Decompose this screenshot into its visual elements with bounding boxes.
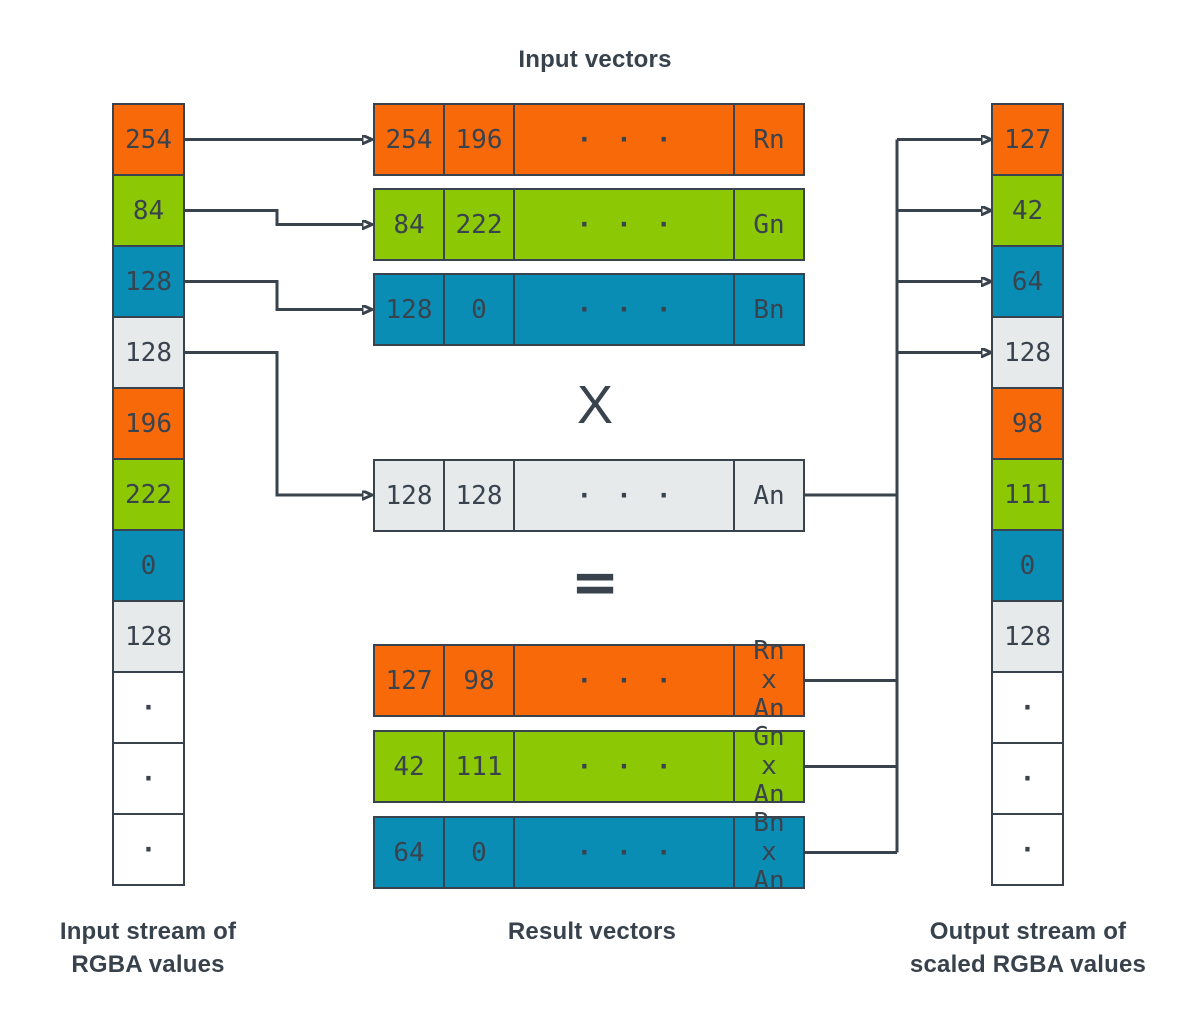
stream-cell: 111 xyxy=(991,458,1064,531)
vector-cell-ellipsis: ··· xyxy=(513,103,735,176)
stream-cell: 128 xyxy=(991,600,1064,673)
result-label-line: An xyxy=(753,780,785,811)
vector-cell-label: Bn xyxy=(733,273,805,346)
input-vector-red: 254 196 ··· Rn xyxy=(373,103,805,176)
caption-line: Output stream of xyxy=(929,918,1127,945)
vector-cell-ellipsis: ··· xyxy=(513,459,735,532)
stream-cell-continuation: · xyxy=(112,742,185,815)
stream-cell: 84 xyxy=(112,174,185,247)
vector-cell-label: An xyxy=(733,459,805,532)
result-label-line: x xyxy=(761,750,777,781)
result-vector-green: 42 111 ··· Gn x An xyxy=(373,722,805,810)
stream-cell: 128 xyxy=(112,600,185,673)
vector-cell-label: Gn xyxy=(733,188,805,261)
stream-cell-continuation: · xyxy=(112,813,185,886)
caption-line: scaled RGBA values xyxy=(909,950,1147,978)
vector-cell-value: 98 xyxy=(443,644,515,717)
vector-cell-value: 84 xyxy=(373,188,445,261)
arrow-128-to-alpha-vector xyxy=(185,351,363,496)
multiply-operator: X xyxy=(576,375,614,435)
caption-line: Input stream of xyxy=(59,918,237,945)
vector-cell-value: 0 xyxy=(443,273,515,346)
vector-cell-ellipsis: ··· xyxy=(513,816,735,889)
stream-cell: 222 xyxy=(112,458,185,531)
stream-cell: 127 xyxy=(991,103,1064,176)
stream-cell: 128 xyxy=(112,245,185,318)
caption-output-stream: Output stream of scaled RGBA values xyxy=(868,916,1188,981)
vector-cell-label: Gn x An xyxy=(733,722,805,810)
caption-line: RGBA values xyxy=(71,950,225,978)
vector-cell-value: 254 xyxy=(373,103,445,176)
vector-cell-value: 42 xyxy=(373,730,445,803)
vector-cell-ellipsis: ··· xyxy=(513,644,735,717)
output-stream-column: 127 42 64 128 98 111 0 128 · · · xyxy=(991,103,1064,886)
vector-cell-value: 127 xyxy=(373,644,445,717)
stream-cell: 98 xyxy=(991,387,1064,460)
vector-cell-value: 128 xyxy=(373,459,445,532)
stream-cell: 128 xyxy=(112,316,185,389)
stream-cell-continuation: · xyxy=(112,671,185,744)
stream-cell: 0 xyxy=(112,529,185,602)
result-label-line: An xyxy=(753,694,785,725)
vector-cell-value: 111 xyxy=(443,730,515,803)
vector-cell-label: Rn xyxy=(733,103,805,176)
vector-cell-value: 64 xyxy=(373,816,445,889)
arrow-128-to-blue-vector xyxy=(185,280,363,310)
vector-cell-ellipsis: ··· xyxy=(513,273,735,346)
stream-cell-continuation: · xyxy=(991,671,1064,744)
vector-cell-value: 0 xyxy=(443,816,515,889)
vector-cell-label: Bn x An xyxy=(733,808,805,896)
caption-result-vectors: Result vectors xyxy=(507,918,677,945)
caption-input-stream: Input stream of RGBA values xyxy=(0,916,308,981)
alpha-vector: 128 128 ··· An xyxy=(373,459,805,532)
vector-cell-value: 222 xyxy=(443,188,515,261)
vector-cell-ellipsis: ··· xyxy=(513,730,735,803)
result-vector-blue: 64 0 ··· Bn x An xyxy=(373,808,805,896)
vector-cell-ellipsis: ··· xyxy=(513,188,735,261)
input-vector-green: 84 222 ··· Gn xyxy=(373,188,805,261)
stream-cell: 0 xyxy=(991,529,1064,602)
vector-cell-label: Rn x An xyxy=(733,636,805,724)
stream-cell: 196 xyxy=(112,387,185,460)
stream-cell: 64 xyxy=(991,245,1064,318)
stream-cell: 254 xyxy=(112,103,185,176)
input-vector-blue: 128 0 ··· Bn xyxy=(373,273,805,346)
result-label-line: An xyxy=(753,866,785,897)
stream-cell-continuation: · xyxy=(991,813,1064,886)
vector-cell-value: 196 xyxy=(443,103,515,176)
stream-cell: 42 xyxy=(991,174,1064,247)
result-label-line: x xyxy=(761,836,777,867)
result-label-line: Rn xyxy=(753,635,785,666)
result-label-line: x xyxy=(761,664,777,695)
result-vector-red: 127 98 ··· Rn x An xyxy=(373,636,805,724)
stream-cell-continuation: · xyxy=(991,742,1064,815)
equals-operator: = xyxy=(570,548,620,616)
vector-cell-value: 128 xyxy=(373,273,445,346)
arrow-84-to-green-vector xyxy=(185,209,363,225)
stream-cell: 128 xyxy=(991,316,1064,389)
input-stream-column: 254 84 128 128 196 222 0 128 · · · xyxy=(112,103,185,886)
title-input-vectors: Input vectors xyxy=(518,46,672,73)
vector-cell-value: 128 xyxy=(443,459,515,532)
result-label-line: Gn xyxy=(753,721,785,752)
result-label-line: Bn xyxy=(753,807,785,838)
